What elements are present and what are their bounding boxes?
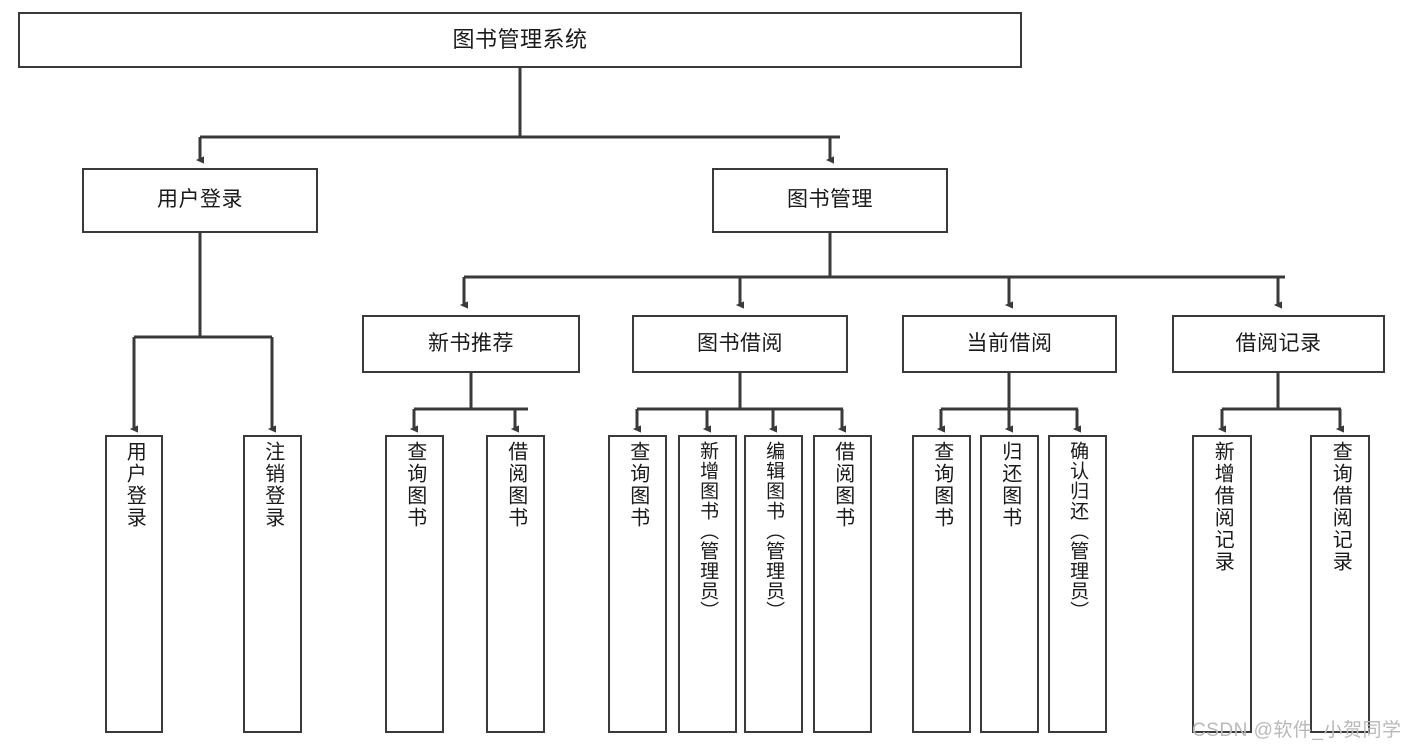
node-label: 借阅图书	[831, 441, 854, 529]
leaf-book-borrow-add[interactable]: 新增图书（管理员）	[678, 435, 737, 733]
node-label: 借阅记录	[1235, 331, 1322, 355]
watermark-csdn: CSDN @软件_小贺同学	[1192, 720, 1402, 741]
node-label: 用户登录	[157, 188, 243, 212]
node-book-management[interactable]: 图书管理	[712, 168, 948, 233]
node-label: 新增借阅记录	[1211, 441, 1234, 573]
node-label: 用户登录	[123, 441, 146, 529]
node-label: 当前借阅	[966, 331, 1053, 355]
node-label: 确认归还（管理员）	[1067, 441, 1089, 621]
leaf-records-add[interactable]: 新增借阅记录	[1192, 435, 1252, 733]
node-label: 新增图书（管理员）	[697, 441, 719, 621]
node-new-book-recommend[interactable]: 新书推荐	[362, 315, 580, 373]
leaf-new-book-query[interactable]: 查询图书	[385, 435, 444, 733]
node-label: 归还图书	[998, 441, 1021, 529]
node-label: 借阅图书	[504, 441, 527, 529]
leaf-current-borrow-return[interactable]: 归还图书	[980, 435, 1039, 733]
leaf-user-login-signout[interactable]: 注销登录	[243, 435, 302, 733]
node-label: 图书管理	[787, 188, 873, 212]
leaf-new-book-borrow[interactable]: 借阅图书	[486, 435, 545, 733]
node-borrow-records[interactable]: 借阅记录	[1172, 315, 1385, 373]
leaf-records-query[interactable]: 查询借阅记录	[1310, 435, 1370, 733]
node-label: 查询图书	[930, 441, 953, 529]
node-label: 查询图书	[403, 441, 426, 529]
leaf-current-borrow-query[interactable]: 查询图书	[912, 435, 971, 733]
leaf-book-borrow-query[interactable]: 查询图书	[608, 435, 667, 733]
leaf-book-borrow-edit[interactable]: 编辑图书（管理员）	[744, 435, 803, 733]
node-label: 注销登录	[261, 441, 284, 529]
node-current-borrow[interactable]: 当前借阅	[902, 315, 1117, 373]
leaf-current-borrow-confirm-return[interactable]: 确认归还（管理员）	[1048, 435, 1107, 733]
node-label: 编辑图书（管理员）	[763, 441, 785, 621]
leaf-book-borrow-borrow[interactable]: 借阅图书	[813, 435, 872, 733]
node-root-system[interactable]: 图书管理系统	[18, 12, 1022, 68]
node-label: 图书借阅	[697, 331, 783, 355]
leaf-user-login-signin[interactable]: 用户登录	[105, 435, 163, 733]
node-label: 图书管理系统	[452, 27, 588, 53]
node-book-borrow[interactable]: 图书借阅	[632, 315, 848, 373]
node-label: 查询借阅记录	[1329, 441, 1352, 573]
node-user-login[interactable]: 用户登录	[82, 168, 318, 233]
node-label: 新书推荐	[428, 331, 514, 355]
node-label: 查询图书	[626, 441, 649, 529]
